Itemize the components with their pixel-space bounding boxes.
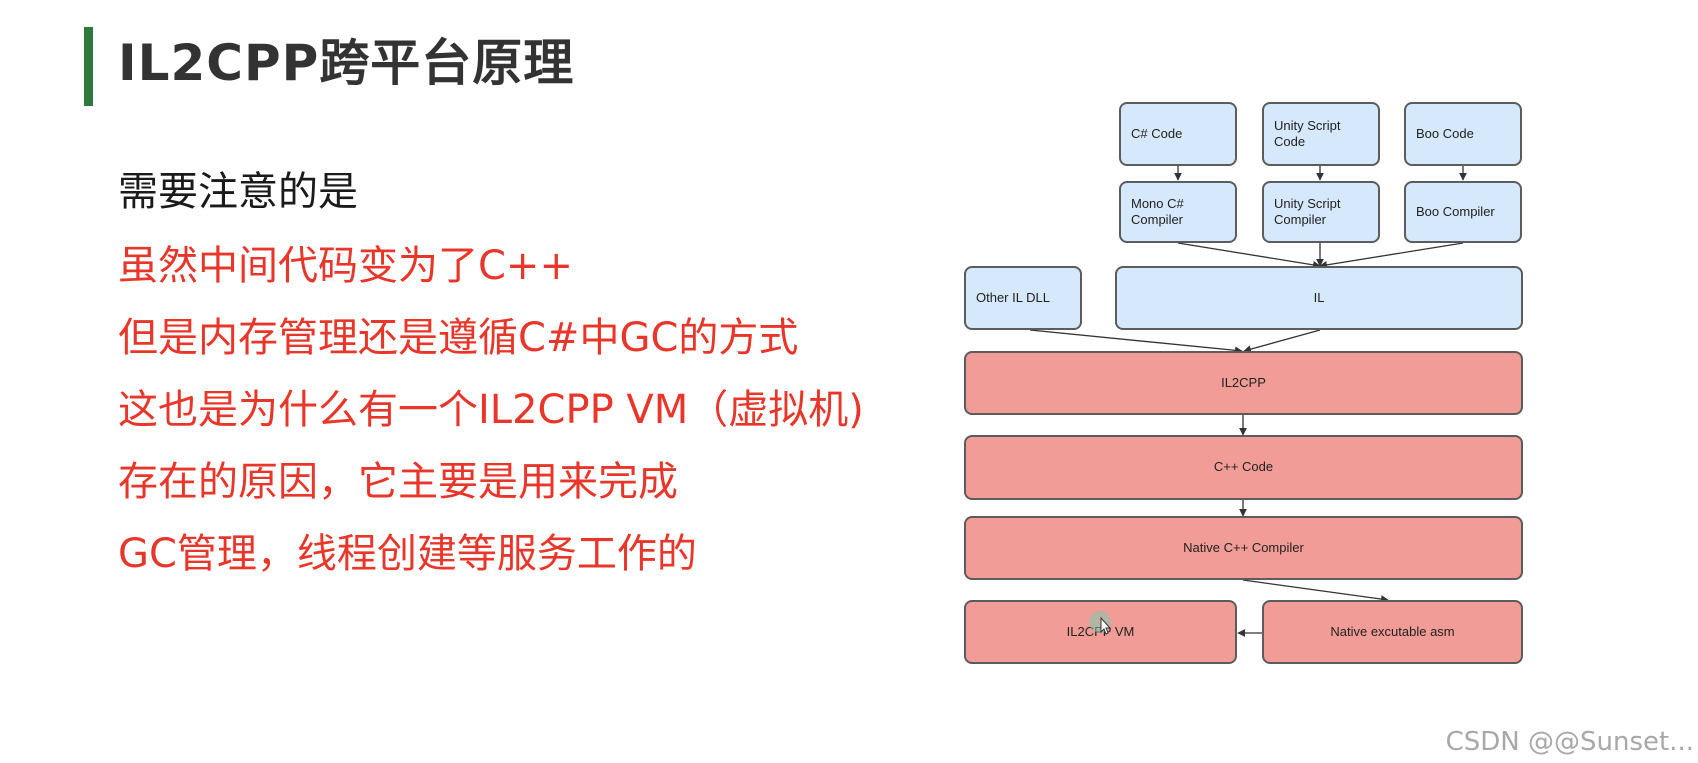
- arrow-mono-to-il: [1177, 242, 1321, 269]
- node-csharp-code: C# Code: [1119, 102, 1237, 166]
- watermark-text: CSDN @@Sunset...: [1445, 727, 1694, 757]
- node-unity-script-compiler-label: Unity Script Compiler: [1274, 195, 1341, 227]
- node-native-executable-asm-label: Native excutable asm: [1330, 623, 1455, 639]
- node-other-il-dll-label: Other IL DLL: [976, 289, 1050, 305]
- text-line-5: 存在的原因，它主要是用来完成: [118, 459, 678, 505]
- node-cpp-code: C++ Code: [964, 435, 1523, 500]
- node-il-label: IL: [1313, 289, 1325, 305]
- node-cpp-code-label: C++ Code: [1213, 459, 1274, 475]
- slide-title: IL2CPP跨平台原理: [118, 34, 575, 92]
- node-native-cpp-compiler-label: Native C++ Compiler: [1183, 539, 1304, 555]
- node-boo-compiler-label: Boo Compiler: [1416, 203, 1495, 219]
- node-il: IL: [1115, 266, 1523, 330]
- arrow-il-to-il2cpp: [1243, 329, 1321, 353]
- mouse-cursor-icon: [1089, 611, 1112, 635]
- node-other-il-dll: Other IL DLL: [964, 266, 1082, 330]
- node-unity-script-code: Unity Script Code: [1262, 102, 1380, 166]
- arrow-nativecompiler-to-asm: [1242, 579, 1389, 603]
- arrow-otherdll-to-il2cpp: [1030, 329, 1243, 355]
- node-boo-compiler: Boo Compiler: [1404, 181, 1522, 243]
- node-unity-script-code-label: Unity Script Code: [1274, 117, 1341, 149]
- title-accent-bar: [84, 27, 93, 106]
- node-boo-code: Boo Code: [1404, 102, 1522, 166]
- diagram-connectors: [1030, 166, 1467, 637]
- text-line-2: 虽然中间代码变为了C++: [118, 243, 573, 289]
- text-line-1: 需要注意的是: [118, 169, 358, 215]
- node-unity-script-compiler: Unity Script Compiler: [1262, 181, 1380, 243]
- node-csharp-code-label: C# Code: [1131, 125, 1183, 141]
- arrow-boocompiler-to-il: [1319, 242, 1464, 269]
- text-line-4: 这也是为什么有一个IL2CPP VM（虚拟机): [118, 387, 864, 433]
- node-boo-code-label: Boo Code: [1416, 125, 1474, 141]
- node-native-cpp-compiler: Native C++ Compiler: [964, 516, 1523, 580]
- text-line-3: 但是内存管理还是遵循C#中GC的方式: [118, 315, 799, 361]
- node-native-executable-asm: Native excutable asm: [1262, 600, 1523, 664]
- node-mono-csharp-compiler: Mono C# Compiler: [1119, 181, 1237, 243]
- node-il2cpp: IL2CPP: [964, 351, 1523, 415]
- node-il2cpp-label: IL2CPP: [1221, 374, 1266, 390]
- text-line-6: GC管理，线程创建等服务工作的: [118, 531, 697, 577]
- il2cpp-flow-diagram: C# Code Unity Script Code Boo Code Mono …: [964, 100, 1670, 730]
- node-mono-csharp-compiler-label: Mono C# Compiler: [1131, 195, 1184, 227]
